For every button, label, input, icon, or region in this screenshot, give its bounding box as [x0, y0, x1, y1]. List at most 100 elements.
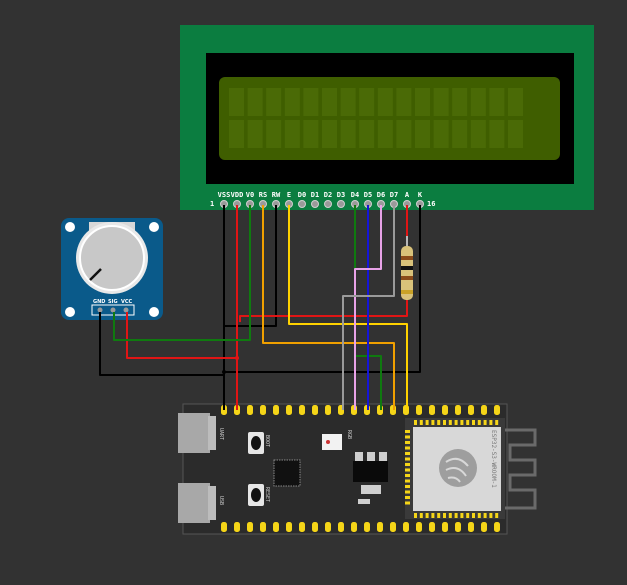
esp32-header-pin[interactable] — [299, 522, 305, 532]
esp32-header-pin[interactable] — [494, 405, 500, 415]
esp32-header-pin[interactable] — [468, 405, 474, 415]
espressif-logo-mark — [445, 457, 469, 483]
esp32-header-pin[interactable] — [455, 522, 461, 532]
wire-pink-d6[interactable] — [354, 205, 382, 410]
esp32-header-pin[interactable] — [442, 522, 448, 532]
lcd-char-cell — [489, 88, 505, 116]
resistor[interactable] — [401, 236, 413, 300]
module-pad — [419, 513, 423, 518]
esp32-header-pin[interactable] — [273, 522, 279, 532]
pot-knob-indicator — [89, 268, 102, 281]
esp32-header-pin[interactable] — [494, 522, 500, 532]
lcd-char-cell — [359, 88, 375, 116]
esp32-header-pin[interactable] — [442, 405, 448, 415]
wire-red-pot-vcc[interactable] — [126, 312, 237, 359]
lcd-char-cell — [470, 120, 486, 148]
module-pad — [405, 479, 410, 483]
usb-label-usb: USB — [218, 496, 224, 505]
lcd-char-cell — [452, 120, 468, 148]
esp32-header-pin[interactable] — [286, 522, 292, 532]
pot-pin-gnd[interactable] — [97, 307, 103, 313]
esp32-header-pin[interactable] — [416, 522, 422, 532]
module-pads — [405, 420, 499, 518]
esp32-header-pin[interactable] — [325, 522, 331, 532]
regulator-pad — [361, 485, 381, 494]
module-pad — [489, 420, 493, 425]
pot-pin-vcc[interactable] — [123, 307, 129, 313]
mount-hole-icon — [149, 307, 159, 317]
module-pad — [460, 513, 464, 518]
wire-red-resistor[interactable] — [239, 300, 408, 322]
esp32-header-pin[interactable] — [351, 522, 357, 532]
esp32-header-pin[interactable] — [325, 405, 331, 415]
esp32-header-pin[interactable] — [273, 405, 279, 415]
rgb-led-dot — [326, 440, 330, 444]
esp32-header-pin[interactable] — [481, 405, 487, 415]
module-pad — [425, 420, 429, 425]
lcd-character-grid — [229, 88, 523, 148]
lcd-pin[interactable] — [311, 200, 319, 208]
esp32-header-pin[interactable] — [390, 522, 396, 532]
mount-hole-icon — [65, 307, 75, 317]
esp32-header-pin[interactable] — [312, 522, 318, 532]
esp32-header-pin[interactable] — [312, 405, 318, 415]
module-pad — [437, 513, 441, 518]
esp32-header-pin[interactable] — [286, 405, 292, 415]
esp32-header-pin[interactable] — [468, 522, 474, 532]
wire-green-v0[interactable] — [113, 205, 251, 341]
esp32-header-pin[interactable] — [234, 522, 240, 532]
lcd-pin[interactable] — [298, 200, 306, 208]
esp32-header-pin[interactable] — [247, 522, 253, 532]
module-pad — [405, 501, 410, 505]
module-pad — [483, 420, 487, 425]
lcd-pin[interactable] — [337, 200, 345, 208]
wire-black-k[interactable] — [224, 205, 421, 373]
lcd-char-cell — [284, 88, 300, 116]
lcd-pin-label: D7 — [390, 191, 398, 199]
esp32-header-pin[interactable] — [260, 522, 266, 532]
module-pad — [495, 513, 499, 518]
esp32-board[interactable]: ESP32-S3-WROOM-1 UART USB BOOT RESET RGB — [178, 403, 537, 535]
voltage-regulator — [353, 461, 388, 482]
esp32-header-pin[interactable] — [481, 522, 487, 532]
module-pad — [454, 420, 458, 425]
lcd-pin[interactable] — [324, 200, 332, 208]
esp32-header-pin[interactable] — [221, 522, 227, 532]
module-pad — [448, 420, 452, 425]
wire-black-pot-gnd[interactable] — [99, 312, 224, 376]
esp32-header-pin[interactable] — [338, 522, 344, 532]
lcd-char-cell — [489, 120, 505, 148]
esp32-header-pin[interactable] — [429, 522, 435, 532]
usb-port-usb[interactable] — [178, 483, 210, 523]
esp32-header-pin[interactable] — [416, 405, 422, 415]
wire-orange-rs[interactable] — [262, 205, 395, 410]
boot-button-label: BOOT — [264, 435, 270, 447]
module-pad — [454, 513, 458, 518]
wire-gray-d7[interactable] — [342, 205, 395, 410]
esp32-header-pin[interactable] — [299, 405, 305, 415]
module-pad — [419, 420, 423, 425]
wire-yellow-e[interactable] — [288, 205, 408, 410]
lcd-char-cell — [229, 120, 244, 148]
usb-port-usb-inner — [208, 486, 216, 520]
esp32-header-pin[interactable] — [364, 522, 370, 532]
esp32-header-pin[interactable] — [260, 405, 266, 415]
pot-pin-sig[interactable] — [110, 307, 116, 313]
esp32-header-pin[interactable] — [403, 522, 409, 532]
wire-black-rw[interactable] — [224, 205, 277, 327]
lcd-char-cell — [415, 88, 430, 116]
module-pad — [483, 513, 487, 518]
module-pad — [472, 513, 475, 518]
usb-port-uart[interactable] — [178, 413, 210, 453]
esp32-header-pin[interactable] — [455, 405, 461, 415]
esp32-header-pin[interactable] — [429, 405, 435, 415]
lcd-char-cell — [377, 88, 393, 116]
pot-knob[interactable] — [79, 225, 145, 291]
esp32-header-pin[interactable] — [247, 405, 253, 415]
lcd-char-cell — [470, 88, 486, 116]
module-pad — [414, 513, 417, 518]
esp32-header-pin[interactable] — [377, 522, 383, 532]
potentiometer[interactable]: GND SIG VCC — [61, 218, 163, 320]
